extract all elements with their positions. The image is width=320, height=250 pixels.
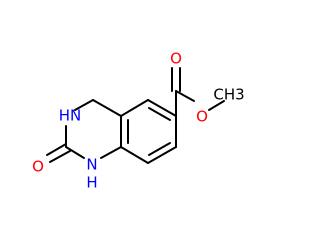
bond-c4a-ch2 bbox=[92, 99, 122, 117]
bond-ring-top-right bbox=[147, 99, 177, 117]
urea-oxygen-label: O bbox=[32, 158, 44, 176]
bond-ch2-nh bbox=[74, 99, 94, 111]
h-lower-label: H bbox=[86, 174, 97, 192]
bond-c2-o-double-b bbox=[49, 150, 71, 163]
structure-canvas: O O CH3 HN N H O bbox=[32, 49, 245, 192]
bond-ring-bottom-right-inner bbox=[148, 142, 171, 156]
ester-oxygen-label: O bbox=[196, 108, 208, 126]
molecule-drawing: O O CH3 HN N H O bbox=[32, 50, 245, 192]
carbonyl-oxygen-label: O bbox=[170, 50, 182, 68]
methyl-label: CH3 bbox=[213, 86, 244, 104]
bond-c2-n1 bbox=[65, 146, 85, 159]
bond-ring-right-inner bbox=[148, 107, 171, 121]
bond-etherO-methyl bbox=[208, 100, 225, 111]
bond-carbonylC-etherO bbox=[175, 90, 195, 102]
bond-ring-bottom-left bbox=[120, 146, 149, 164]
bond-ring-bottom-right bbox=[147, 146, 177, 164]
bond-n1-c8a bbox=[100, 146, 122, 159]
bond-c2-o-double-a bbox=[46, 143, 67, 156]
bond-ring-top-left bbox=[120, 99, 149, 117]
nh-upper-label: HN bbox=[59, 107, 82, 125]
n-lower-label: N bbox=[86, 156, 97, 174]
